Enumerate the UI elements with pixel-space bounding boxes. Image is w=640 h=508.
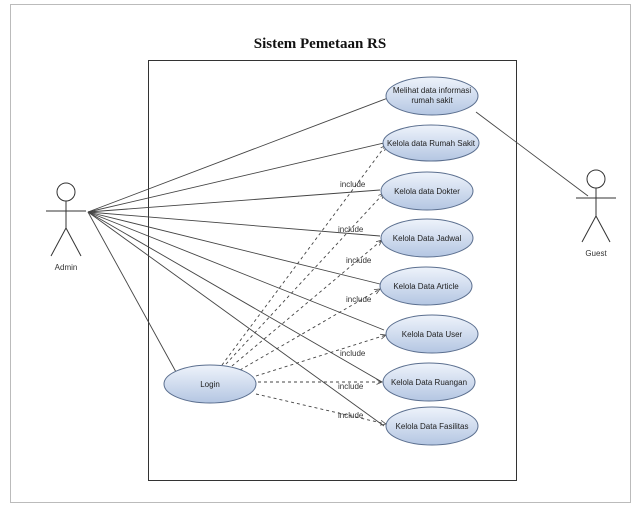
system-title: Sistem Pemetaan RS: [254, 36, 386, 52]
actor-admin[interactable]: Admin: [46, 182, 86, 272]
include-labels: include include include include include …: [338, 180, 372, 420]
use-case-rumah-sakit[interactable]: Kelola data Rumah Sakit: [382, 124, 480, 162]
include-label: include: [338, 382, 364, 391]
use-case-user[interactable]: Kelola Data User: [385, 314, 479, 354]
use-case-info[interactable]: Melihat data informasi rumah sakit: [385, 76, 479, 116]
stick-figure-icon: [46, 182, 86, 257]
use-case-jadwal[interactable]: Kelola Data Jadwal: [380, 218, 474, 258]
include-label: include: [340, 349, 366, 358]
use-case-info-line2: rumah sakit: [411, 96, 453, 105]
include-arrows: [221, 145, 386, 424]
use-case-info-line1: Melihat data informasi: [393, 86, 471, 95]
use-case-fasilitas[interactable]: Kelola Data Fasilitas: [385, 406, 479, 446]
outer-frame: [10, 4, 631, 503]
include-label: include: [338, 411, 364, 420]
actor-guest[interactable]: Guest: [576, 169, 616, 258]
stick-figure-icon: [576, 169, 616, 243]
use-case-jadwal-label: Kelola Data Jadwal: [393, 234, 462, 243]
use-case-rumah-sakit-label: Kelola data Rumah Sakit: [387, 139, 476, 148]
use-case-ruangan[interactable]: Kelola Data Ruangan: [382, 362, 476, 402]
use-case-dokter[interactable]: Kelola data Dokter: [380, 171, 474, 211]
use-case-article-label: Kelola Data Article: [393, 282, 459, 291]
use-case-login-label: Login: [200, 380, 220, 389]
use-case-dokter-label: Kelola data Dokter: [394, 187, 460, 196]
include-label: include: [338, 225, 364, 234]
actor-admin-label: Admin: [55, 263, 78, 272]
include-label: include: [346, 295, 372, 304]
include-label: include: [346, 256, 372, 265]
guest-association: [475, 111, 589, 197]
admin-associations: [87, 97, 389, 427]
use-case-login[interactable]: Login: [163, 364, 257, 404]
use-case-ruangan-label: Kelola Data Ruangan: [391, 378, 467, 387]
use-case-user-label: Kelola Data User: [402, 330, 463, 339]
use-case-fasilitas-label: Kelola Data Fasilitas: [396, 422, 469, 431]
use-case-article[interactable]: Kelola Data Article: [379, 266, 473, 306]
actor-guest-label: Guest: [585, 249, 607, 258]
include-label: include: [340, 180, 366, 189]
system-boundary: [148, 60, 517, 481]
